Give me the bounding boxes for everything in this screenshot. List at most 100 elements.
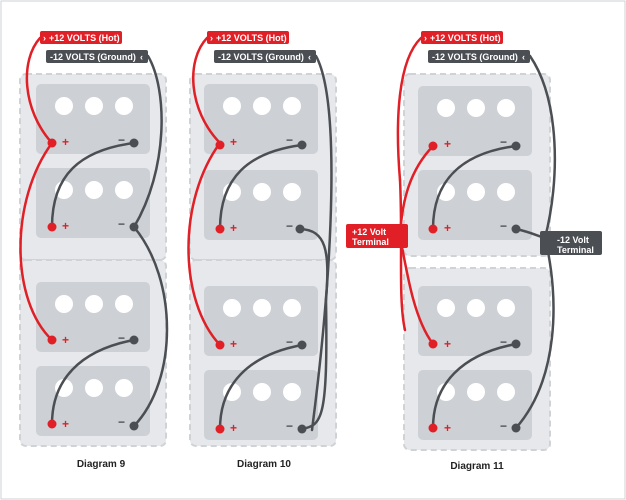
- battery-cell: [55, 379, 73, 397]
- battery-cell: [115, 97, 133, 115]
- positive-terminal: [47, 335, 57, 345]
- positive-terminal: [47, 222, 57, 232]
- ground-wire: [310, 54, 333, 432]
- hot-label-text: +12 VOLTS (Hot): [49, 33, 120, 43]
- ground-wire: [50, 141, 136, 229]
- diagram-9-caption: Diagram 9: [77, 459, 126, 470]
- battery-cell: [253, 299, 271, 317]
- negative-terminal: [129, 335, 139, 345]
- plus-sign: +: [444, 221, 451, 235]
- svg-text:›: ›: [210, 33, 213, 43]
- minus-sign: −: [286, 419, 293, 433]
- plus-sign: +: [230, 221, 237, 235]
- battery: +−: [36, 168, 150, 238]
- battery-cell: [115, 379, 133, 397]
- positive-terminal: [428, 224, 438, 234]
- terminals: [47, 138, 521, 434]
- minus-sign: −: [500, 219, 507, 233]
- battery-cell: [253, 97, 271, 115]
- battery-cell: [467, 183, 485, 201]
- diagram-11-ground-label: -12 VOLTS (Ground) ‹: [428, 50, 530, 63]
- battery: +−: [36, 84, 150, 154]
- negative-terminal: [129, 421, 139, 431]
- negative-terminal: [129, 138, 139, 148]
- battery: +−: [36, 366, 150, 436]
- plus-terminal-line2: Terminal: [352, 237, 389, 247]
- hot-wire: [187, 141, 222, 347]
- plus-sign: +: [230, 337, 237, 351]
- plus-sign: +: [62, 219, 69, 233]
- ground-wire: [431, 342, 518, 430]
- battery-cell: [283, 299, 301, 317]
- ground-label-text: -12 VOLTS (Ground): [50, 52, 136, 62]
- diagram-9-hot-label: › +12 VOLTS (Hot): [40, 31, 122, 44]
- plus-terminal-line1: +12 Volt: [352, 227, 386, 237]
- ground-wire: [431, 144, 518, 231]
- minus-sign: −: [118, 415, 125, 429]
- hot-wire: [398, 178, 407, 332]
- battery-cell: [223, 299, 241, 317]
- positive-terminal: [215, 224, 225, 234]
- ground-wire: [50, 338, 136, 426]
- battery-cell: [223, 97, 241, 115]
- battery-cell: [85, 379, 103, 397]
- ground-wire: [528, 54, 557, 240]
- svg-text:‹: ‹: [522, 52, 525, 62]
- diagram-10-ground-label: -12 VOLTS (Ground) ‹: [214, 50, 316, 63]
- plus-sign: +: [444, 337, 451, 351]
- ground-label-text: -12 VOLTS (Ground): [432, 52, 518, 62]
- ground-wire: [300, 298, 328, 431]
- battery: +−: [204, 286, 318, 356]
- minus-sign: −: [118, 133, 125, 147]
- negative-terminal: [511, 141, 521, 151]
- plus-terminal-callout: +12 Volt Terminal: [346, 224, 408, 248]
- hot-wire: [19, 141, 54, 342]
- battery-cell: [115, 181, 133, 199]
- wiring: [19, 36, 557, 432]
- battery-cell: [437, 383, 455, 401]
- ground-wire: [514, 236, 555, 430]
- diagram-11-caption: Diagram 11: [450, 461, 504, 472]
- positive-terminal: [47, 419, 57, 429]
- hot-label-text: +12 VOLTS (Hot): [216, 33, 287, 43]
- battery-cell: [283, 183, 301, 201]
- negative-terminal: [129, 222, 139, 232]
- plus-sign: +: [444, 137, 451, 151]
- battery: +−: [418, 170, 532, 240]
- plus-sign: +: [444, 421, 451, 435]
- battery-cell: [55, 97, 73, 115]
- ground-wire: [132, 225, 169, 428]
- battery-cell: [283, 97, 301, 115]
- battery-cell: [497, 299, 515, 317]
- diagram-10-hot-label: › +12 VOLTS (Hot): [207, 31, 289, 44]
- ground-wire: [298, 227, 329, 302]
- battery: +−: [204, 370, 318, 440]
- battery-cell: [497, 99, 515, 117]
- minus-terminal-line1: -12 Volt: [557, 235, 589, 245]
- ground-wire: [218, 343, 304, 431]
- ground-label-text: -12 VOLTS (Ground): [218, 52, 304, 62]
- minus-sign: −: [500, 335, 507, 349]
- positive-terminal: [428, 141, 438, 151]
- battery-cell: [253, 183, 271, 201]
- minus-terminal-callout: -12 Volt Terminal: [540, 231, 602, 255]
- plus-sign: +: [62, 135, 69, 149]
- battery-cell: [467, 383, 485, 401]
- minus-sign: −: [286, 219, 293, 233]
- hot-wire: [191, 36, 222, 145]
- positive-terminal: [428, 339, 438, 349]
- battery-cell: [467, 99, 485, 117]
- positive-terminal: [47, 138, 57, 148]
- minus-sign: −: [500, 419, 507, 433]
- ground-wire: [132, 54, 163, 229]
- negative-terminal: [511, 224, 521, 234]
- minus-sign: −: [500, 135, 507, 149]
- battery-cell: [437, 299, 455, 317]
- battery-cell: [85, 181, 103, 199]
- minus-sign: −: [118, 217, 125, 231]
- battery: +−: [204, 84, 318, 154]
- plus-sign: +: [62, 417, 69, 431]
- svg-text:‹: ‹: [308, 52, 311, 62]
